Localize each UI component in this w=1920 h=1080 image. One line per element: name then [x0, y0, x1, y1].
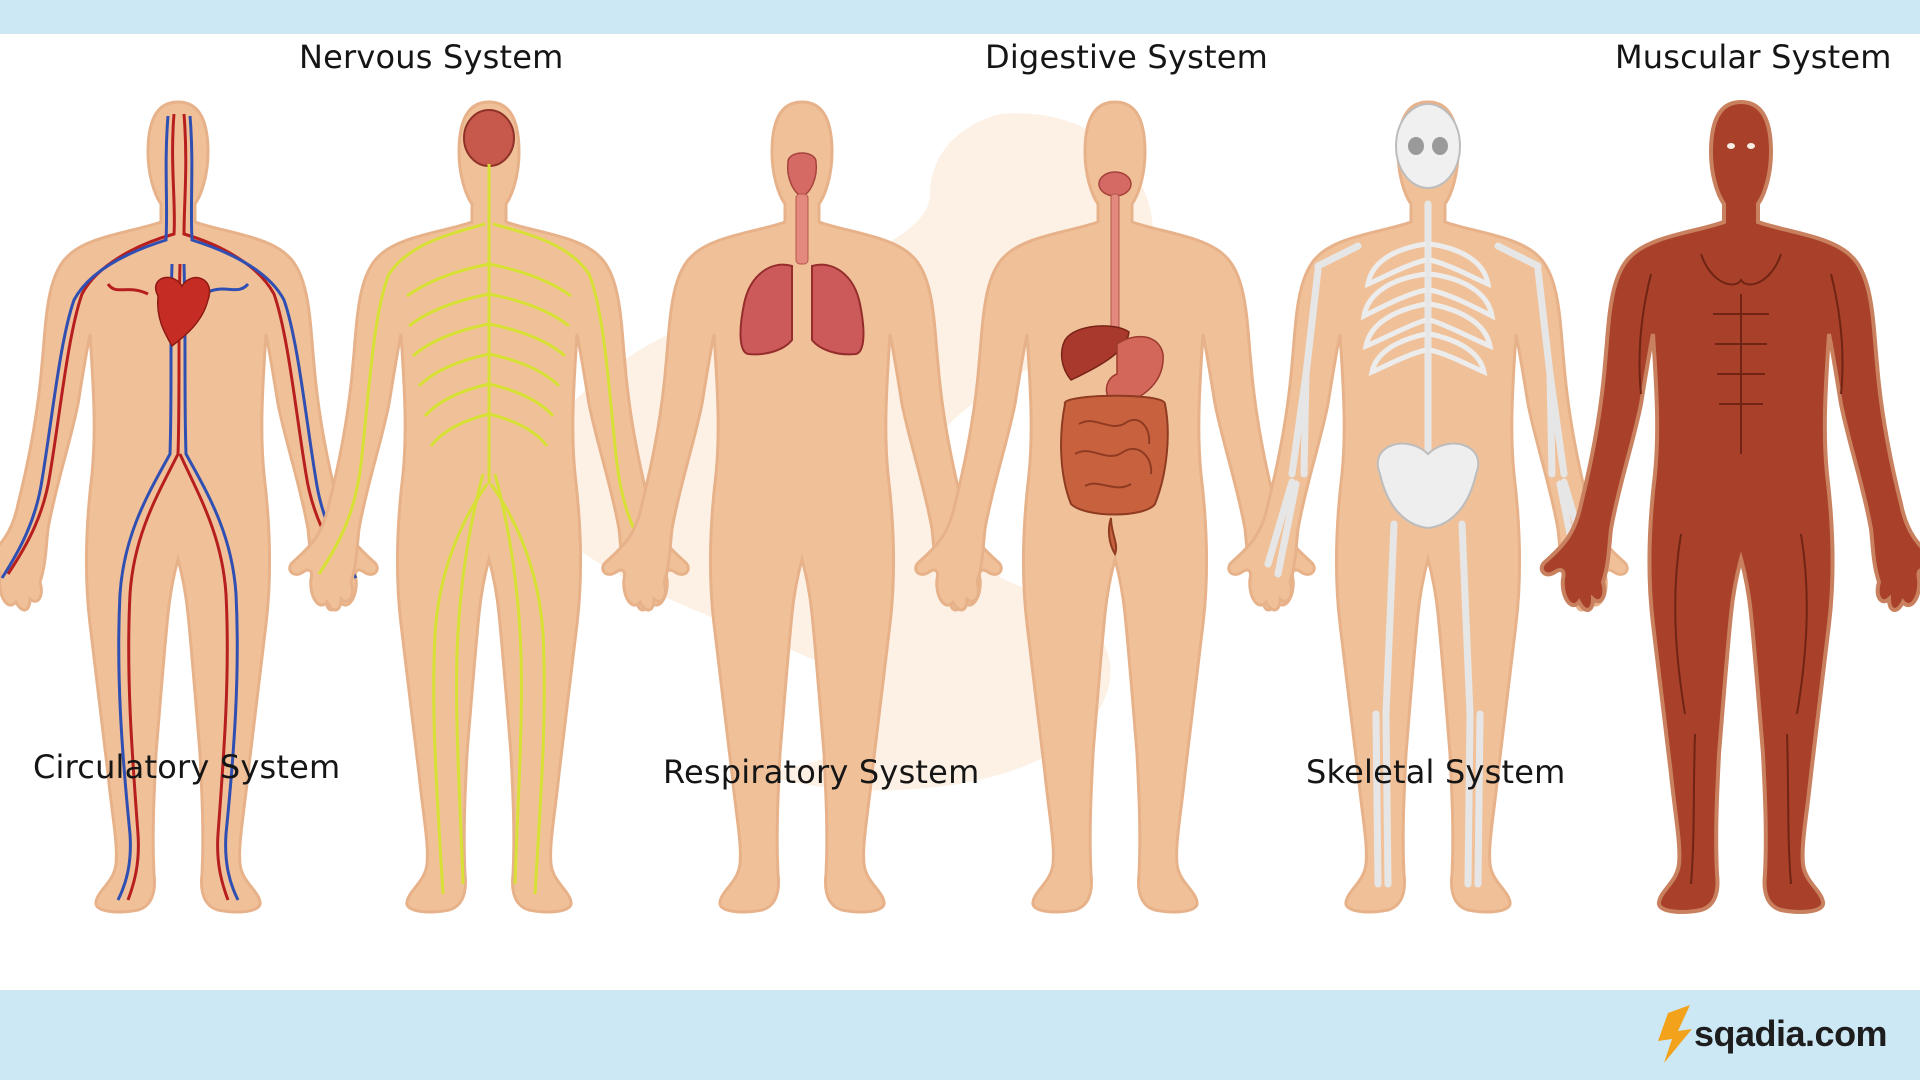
label-respiratory-system: Respiratory System: [663, 753, 980, 791]
label-skeletal-system: Skeletal System: [1306, 753, 1566, 791]
liver-organ: [1060, 325, 1130, 381]
nervous-figure: [288, 100, 690, 914]
bottom-band: [0, 990, 1920, 1080]
stomach-organ: [1105, 335, 1164, 405]
label-muscular-system: Muscular System: [1615, 38, 1892, 76]
diagram-stage: Circulatory System Nervous System Respir…: [0, 34, 1920, 990]
heart-organ: [155, 276, 211, 348]
label-digestive-system: Digestive System: [985, 38, 1268, 76]
body-systems-illustration: [0, 100, 1920, 914]
left-lung-organ: [739, 263, 793, 356]
pelvis-bone: [1376, 442, 1480, 530]
larynx-organ: [786, 152, 818, 197]
label-nervous-system: Nervous System: [299, 38, 564, 76]
top-band: [0, 0, 1920, 34]
label-circulatory-system: Circulatory System: [33, 748, 341, 786]
logo-text: sqadia.com: [1694, 1013, 1888, 1054]
respiratory-figure: [601, 100, 1003, 914]
skeletal-figure: [1227, 100, 1629, 914]
skull-bone: [1395, 103, 1461, 189]
mouth-organ: [1098, 171, 1132, 197]
sqadia-logo-icon: [1658, 1005, 1692, 1063]
brain-organ: [463, 109, 515, 167]
digestive-figure: [914, 100, 1316, 914]
right-lung-organ: [811, 263, 865, 356]
circulatory-figure: [0, 100, 379, 914]
muscular-figure: [1539, 100, 1920, 914]
